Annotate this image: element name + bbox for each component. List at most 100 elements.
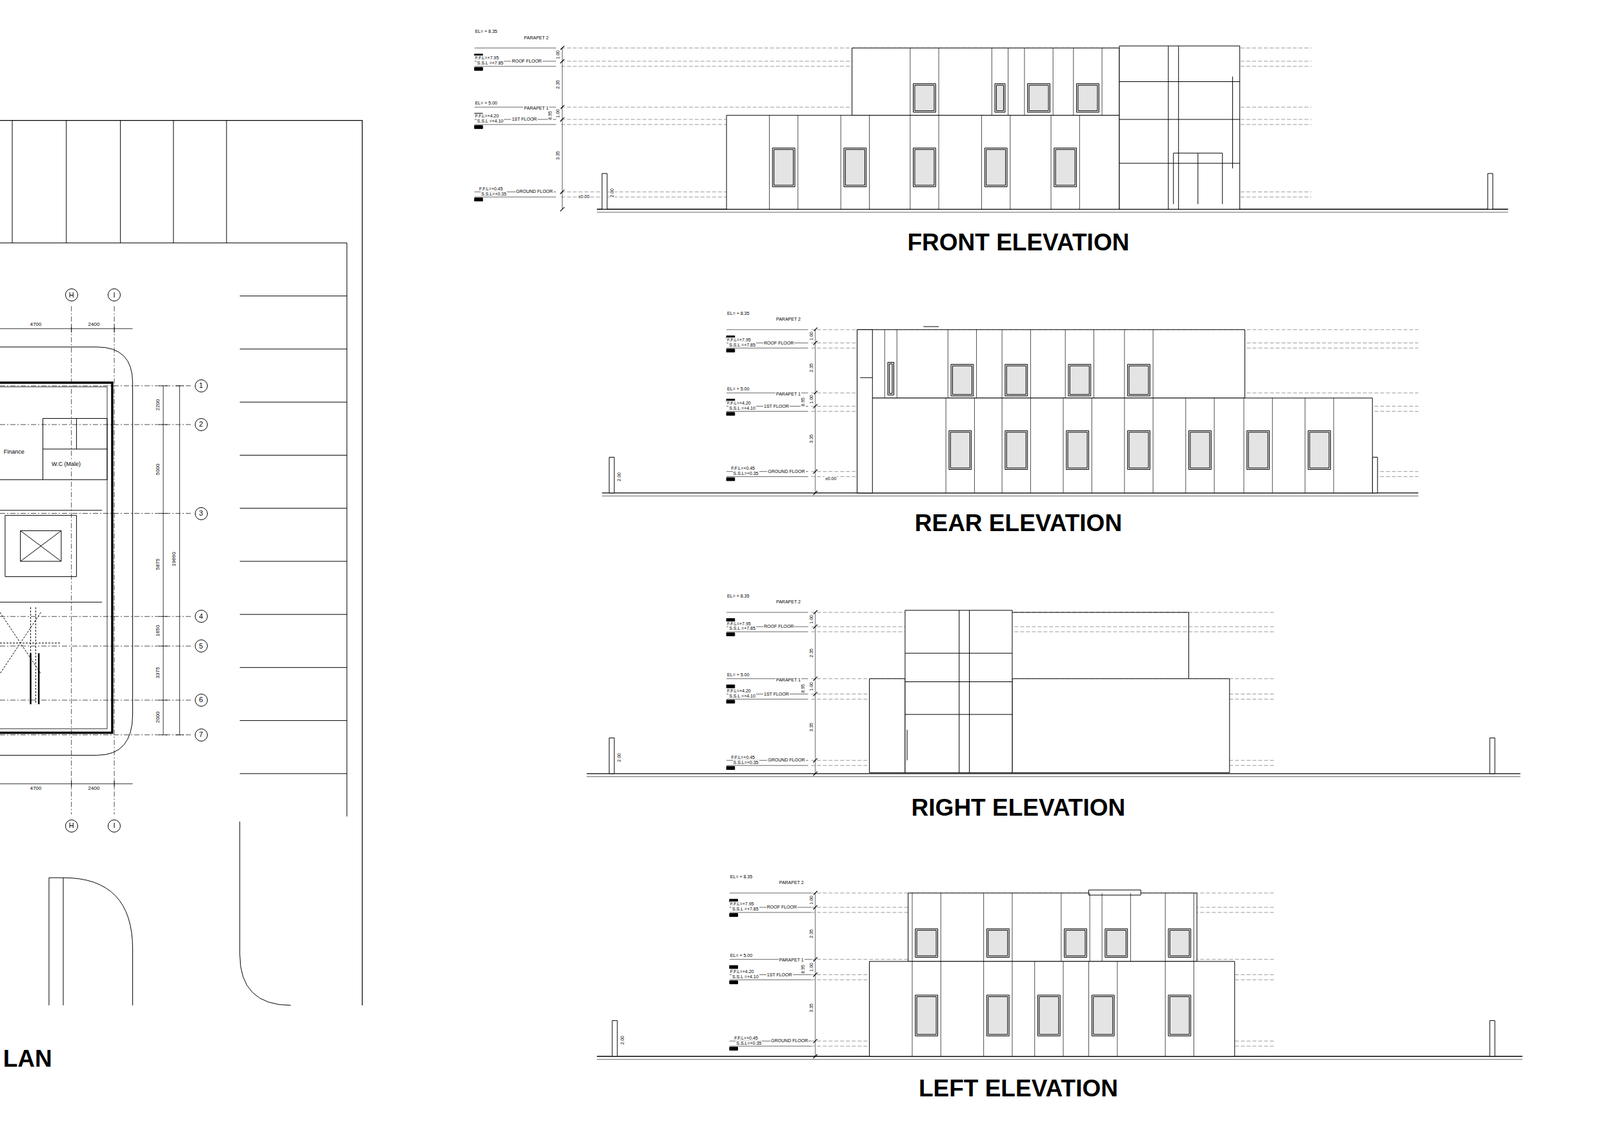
facade-line (860, 377, 873, 379)
pilaster-line (1050, 115, 1052, 210)
window-frame (1169, 930, 1190, 957)
dimension: 1.00 (809, 961, 815, 973)
window-frame (1065, 930, 1086, 957)
window (1127, 364, 1151, 397)
pilaster-line (1030, 398, 1031, 493)
dimension-tick (813, 676, 818, 681)
level-label: F.F.L=+7.95 (726, 337, 752, 343)
pilaster-line (896, 329, 898, 399)
level-marker (726, 700, 735, 704)
building-mass (905, 610, 1013, 773)
grade-line (586, 776, 1520, 777)
level-label: GROUND FLOOR (770, 1038, 809, 1044)
grid-id: 3 (199, 509, 204, 517)
pilaster-line (940, 961, 942, 1057)
dimension: 5000 (155, 463, 162, 477)
window-frame (996, 85, 1004, 111)
level-label: EL= + 8.35 (729, 874, 753, 880)
dimension-tick (560, 117, 564, 122)
facade-line (1119, 163, 1240, 164)
dimension-tick (813, 972, 818, 977)
pilaster-line (840, 115, 842, 210)
facade-line (1167, 45, 1169, 210)
level-label: 1ST FLOOR (510, 116, 538, 122)
grid-id: I (113, 291, 116, 299)
window (1005, 430, 1028, 470)
pilaster-line (1063, 398, 1064, 493)
level-label: S.S.L =+4.10 (728, 405, 757, 411)
level-leader (729, 911, 812, 913)
pilaster-line (945, 398, 947, 493)
level-marker (726, 766, 735, 770)
dimension-tick (560, 189, 564, 194)
elevation-title: RIGHT ELEVATION (911, 794, 1126, 822)
pilaster-line (1185, 398, 1186, 493)
facade-line (1178, 45, 1179, 210)
grid-id: H (69, 821, 75, 830)
level-marker (726, 684, 735, 688)
level-leader (726, 410, 809, 412)
building-mass (852, 47, 1120, 115)
window (1027, 83, 1051, 113)
pilaster-line (1152, 398, 1154, 493)
dimension: 3.35 (809, 433, 815, 444)
dimension: 2.35 (809, 928, 815, 939)
grid-id: 4 (199, 612, 204, 620)
window (915, 994, 939, 1036)
level-label: F.F.L=+0.45 (478, 186, 504, 192)
boundary-wall (609, 457, 615, 493)
level-label: 1ST FLOOR (766, 972, 793, 978)
level-leader (729, 1045, 812, 1047)
window (986, 994, 1010, 1036)
building-mass (869, 678, 906, 773)
dimension: 1.00 (809, 681, 815, 692)
facade-line (907, 729, 908, 760)
facade-line (1119, 119, 1240, 120)
window (949, 430, 972, 470)
dimension: 2.00 (609, 187, 615, 199)
pilaster-line (1093, 329, 1095, 399)
window (1168, 994, 1191, 1036)
window-frame (774, 149, 794, 186)
pilaster-line (976, 329, 977, 399)
grid-bubble: 7 (194, 728, 208, 742)
level-marker (474, 67, 483, 71)
dimension: 1650 (155, 624, 162, 638)
dimension: 8.95 (800, 683, 806, 694)
level-label: F.F.L=+7.95 (726, 621, 752, 627)
window-frame (1129, 432, 1149, 468)
level-label: EL= + 8.35 (474, 29, 498, 35)
grid-id: 7 (199, 730, 204, 739)
dimension: 1.00 (555, 49, 561, 60)
dimension-tick (813, 758, 818, 762)
window (1127, 430, 1151, 470)
site-plan (0, 120, 362, 1006)
window (1189, 430, 1212, 470)
dimension: 3.35 (555, 150, 561, 161)
grid-id: 2 (199, 420, 204, 428)
boundary-wall (1489, 737, 1495, 773)
level-leader (726, 347, 809, 349)
level-line (810, 631, 1276, 633)
window-frame (1067, 432, 1088, 468)
level-label: S.S.L=+0.35 (732, 470, 760, 477)
building-mass (857, 329, 1246, 399)
window-frame (1093, 996, 1113, 1035)
level-label: GROUND FLOOR (767, 469, 806, 475)
level-leader (726, 631, 809, 633)
level-label: F.F.L=+4.20 (474, 113, 500, 119)
pilaster-line (983, 892, 984, 962)
level-label: GROUND FLOOR (767, 757, 806, 763)
facade-line (958, 610, 960, 773)
dimension: 2.35 (555, 79, 561, 90)
window (1037, 994, 1060, 1036)
pilaster-line (1034, 961, 1035, 1057)
elevation-title: LEFT ELEVATION (918, 1075, 1119, 1102)
pilaster-line (1009, 115, 1011, 210)
pilaster-line (1165, 961, 1166, 1057)
facade-line (1221, 152, 1223, 204)
window (915, 928, 939, 957)
level-label: S.S.L =+7.85 (728, 625, 757, 631)
window-frame (1309, 432, 1330, 468)
window (1247, 430, 1270, 470)
